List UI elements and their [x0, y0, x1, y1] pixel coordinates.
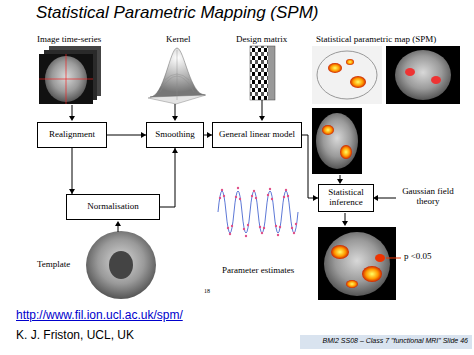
activation-blob [331, 245, 349, 259]
process-box: Normalisation [66, 194, 160, 220]
matrix-columns [250, 46, 268, 100]
flow-arrow [204, 132, 212, 138]
template-brain [86, 231, 156, 299]
flow-arrow [160, 148, 178, 207]
design-matrix [250, 46, 275, 100]
slide-title: Statistical Parametric Mapping (SPM) [36, 4, 318, 23]
image-caption: Kernel [166, 35, 191, 45]
footer-text: BMI2 SS08 – Class 7 "functional MRI" Sli… [300, 337, 468, 345]
coronal-slice [386, 46, 460, 104]
plot-caption: Parameter estimates [222, 266, 294, 276]
glass-brain [312, 46, 382, 104]
page-number: 18 [204, 288, 210, 295]
matrix-border [250, 46, 275, 100]
arrow-head [342, 221, 348, 226]
image-caption: Design matrix [236, 35, 287, 45]
activation-blob [346, 280, 358, 288]
brain-slice [395, 50, 451, 100]
activation-blob [328, 63, 342, 73]
activation-blob [322, 125, 334, 135]
box-text: Realignment [49, 130, 95, 140]
arrow-head [115, 221, 121, 226]
ventricles [109, 251, 133, 279]
mri-frame [39, 54, 93, 104]
arrow-line [107, 135, 146, 136]
arrow-line [118, 226, 119, 232]
arrow-line [175, 104, 176, 116]
leader-line [386, 258, 401, 259]
arrow-line [72, 148, 73, 194]
process-box: Realignment [37, 122, 107, 148]
arrow-line [302, 135, 318, 198]
activation-blob [340, 145, 352, 159]
image-time-series [39, 46, 101, 104]
spm-images [312, 46, 460, 174]
box-text: Statistical inference [322, 188, 370, 208]
arrow-head [69, 116, 75, 121]
activation-blob [431, 76, 441, 84]
arrow-line [345, 213, 346, 221]
process-box: Smoothing [146, 122, 204, 148]
image-caption: Image time-series [37, 35, 101, 45]
result-image [318, 227, 396, 300]
brain-slice [324, 232, 390, 296]
arrow-head [172, 148, 178, 153]
activation-blob [350, 76, 366, 88]
activation-blob [362, 266, 382, 282]
result-slice [318, 227, 396, 300]
activation-blob [405, 68, 415, 76]
matrix-column [268, 46, 275, 100]
crosshair [66, 54, 67, 104]
input-label: Gaussian field theory [398, 187, 458, 207]
brain-slice [316, 113, 358, 169]
fitted-curve [218, 191, 298, 233]
brain-outline [317, 51, 377, 99]
arrow-line [378, 198, 396, 199]
process-box: Statistical inference [318, 184, 374, 212]
box-text: Smoothing [155, 130, 195, 140]
gaussian-kernel [148, 48, 206, 104]
arrow-head [259, 116, 265, 121]
box-text: General linear model [219, 130, 295, 140]
box-text: Normalisation [87, 202, 139, 212]
data-points [219, 187, 297, 237]
process-box: General linear model [212, 122, 302, 148]
image-caption: Statistical parametric map (SPM) [316, 35, 436, 45]
flow-arrow [107, 132, 146, 138]
template-image [86, 231, 156, 299]
flow-arrow [69, 148, 75, 194]
arrow-line [262, 100, 263, 116]
threshold-label: p <0.05 [404, 252, 432, 262]
flow-arrow [302, 135, 318, 201]
url-link: http://www.fil.ion.ucl.ac.uk/spm/ [16, 309, 183, 322]
arrow-line [340, 175, 341, 179]
kernel-bell [150, 48, 205, 97]
arrow-line [160, 148, 175, 207]
parameter-plot [218, 187, 298, 237]
arrow-line [72, 105, 73, 116]
arrow-head [172, 116, 178, 121]
activation-blob [346, 59, 354, 65]
activation-blob [375, 254, 385, 262]
kernel-mesh [160, 50, 194, 100]
axial-slice [312, 108, 362, 174]
author-credit: K. J. Friston, UCL, UK [16, 329, 134, 342]
image-caption: Template [37, 260, 70, 270]
footer-bar [300, 335, 472, 349]
